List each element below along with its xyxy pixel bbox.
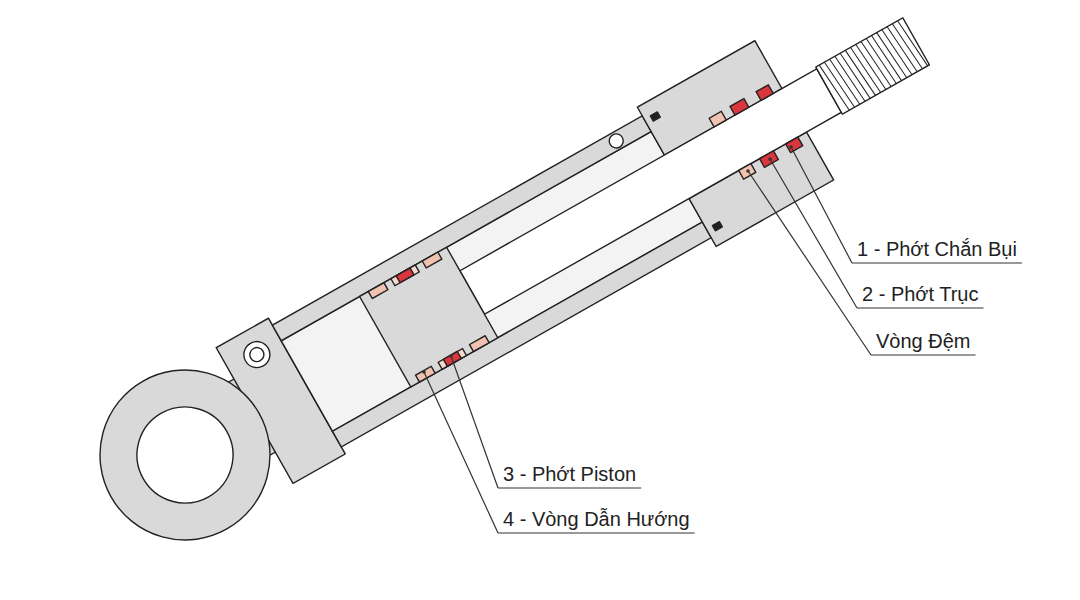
static-o-ring <box>712 222 722 231</box>
guide-ring <box>422 252 442 268</box>
label-underline <box>857 307 983 308</box>
leader-dot <box>789 145 793 149</box>
rod-seal <box>760 151 779 168</box>
leader-line <box>424 372 498 533</box>
cap-port <box>239 337 274 372</box>
label-underline <box>871 354 976 355</box>
leader-dot <box>746 169 750 173</box>
eye-bore <box>120 390 251 521</box>
wear-ring <box>709 111 726 127</box>
leader-line <box>791 147 852 263</box>
piston-seal <box>396 268 414 283</box>
part-label: 3 - Phớt Piston <box>503 463 636 486</box>
piston-rod <box>460 69 841 314</box>
leader-line <box>451 356 498 488</box>
thread-line <box>892 22 922 71</box>
clevis-eye <box>69 339 301 571</box>
rod-seal <box>730 99 749 116</box>
leader-line <box>770 159 857 308</box>
wear-ring <box>739 164 756 180</box>
thread-lines <box>819 19 927 112</box>
dust-seal <box>756 85 773 101</box>
leader-dot <box>768 157 772 161</box>
part-label: 1 - Phớt Chắn Bụi <box>857 238 1017 261</box>
cap-port-thread <box>247 345 266 364</box>
head-port <box>607 131 626 150</box>
dust-seal <box>786 137 803 153</box>
part-label: Vòng Đệm <box>876 330 971 353</box>
label-underline <box>498 487 641 488</box>
seal-backup <box>391 265 419 286</box>
label-underline <box>498 532 695 533</box>
thread-line <box>898 19 928 68</box>
part-label: 2 - Phớt Trục <box>862 283 978 306</box>
part-label: 4 - Vòng Dẫn Hướng <box>503 508 690 531</box>
guide-ring <box>368 283 388 299</box>
leader-dot <box>449 354 453 358</box>
piston <box>360 247 498 387</box>
leader-dot <box>422 370 426 374</box>
static-o-ring <box>650 112 660 121</box>
thread-line <box>887 25 917 74</box>
label-underline <box>852 262 1022 263</box>
guide-ring <box>470 336 490 352</box>
rod-thread <box>816 18 930 114</box>
